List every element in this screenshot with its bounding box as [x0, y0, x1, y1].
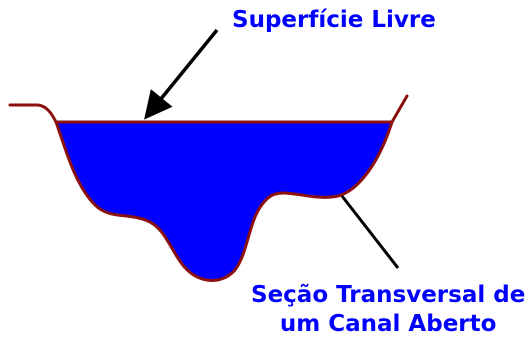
channel-bed-outline [8, 94, 409, 282]
water-body [56, 122, 392, 281]
section-leader-line [340, 195, 400, 269]
free-surface-label: Superfície Livre [232, 7, 436, 33]
cross-section-label-line1: Seção Transversal de [251, 282, 526, 308]
arrow-icon [144, 28, 219, 120]
cross-section-label: Seção Transversal de um Canal Aberto [251, 281, 525, 339]
cross-section-label-line2: um Canal Aberto [279, 311, 497, 337]
